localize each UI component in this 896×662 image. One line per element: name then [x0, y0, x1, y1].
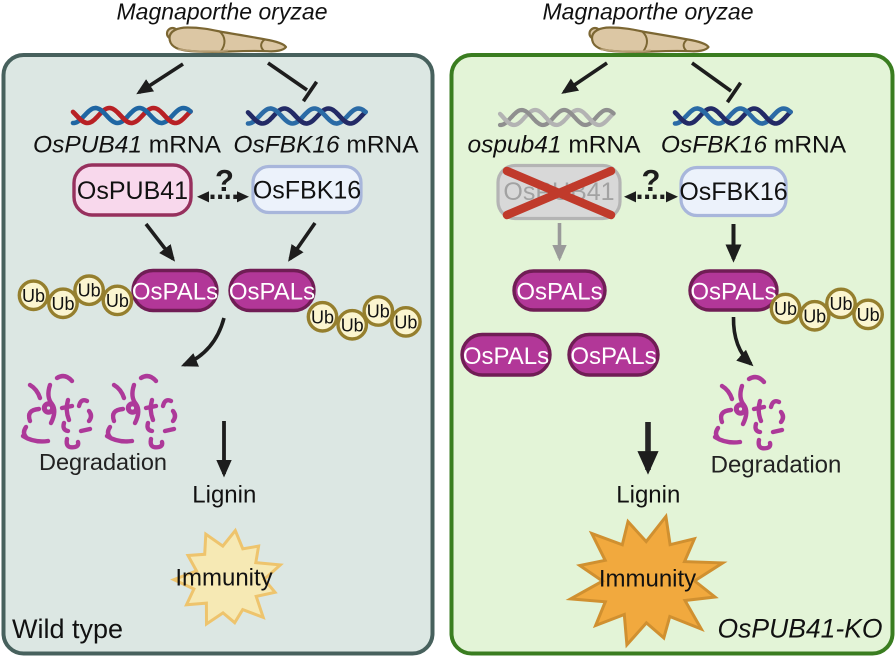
- svg-text:Lignin: Lignin: [192, 482, 256, 509]
- svg-text:Magnaporthe oryzae: Magnaporthe oryzae: [117, 0, 328, 25]
- svg-text:Ub: Ub: [51, 294, 74, 314]
- svg-text:Immunity: Immunity: [599, 566, 696, 593]
- svg-text:OsPUB41 mRNA: OsPUB41 mRNA: [33, 132, 222, 159]
- svg-text:Magnaporthe oryzae: Magnaporthe oryzae: [543, 0, 754, 25]
- svg-text:Degradation: Degradation: [711, 452, 842, 479]
- svg-text:ospub41 mRNA: ospub41 mRNA: [468, 132, 642, 159]
- svg-text:OsFBK16 mRNA: OsFBK16 mRNA: [233, 132, 419, 159]
- svg-text:Degradation: Degradation: [39, 449, 167, 475]
- svg-text:OsPALs: OsPALs: [516, 279, 602, 306]
- svg-text:Lignin: Lignin: [616, 482, 680, 509]
- svg-text:Wild type: Wild type: [12, 614, 123, 644]
- svg-text:OsPUB41-KO: OsPUB41-KO: [718, 614, 883, 644]
- svg-text:?: ?: [642, 163, 661, 198]
- svg-text:OsPALs: OsPALs: [570, 343, 656, 370]
- svg-text:Ub: Ub: [803, 306, 826, 326]
- svg-text:Ub: Ub: [311, 307, 334, 327]
- svg-text:Ub: Ub: [22, 286, 45, 306]
- svg-text:Ub: Ub: [857, 305, 880, 325]
- svg-text:Ub: Ub: [774, 299, 797, 319]
- svg-text:OsPALs: OsPALs: [690, 279, 776, 306]
- svg-text:?: ?: [215, 163, 234, 198]
- svg-text:Ub: Ub: [341, 315, 364, 335]
- svg-text:OsPALs: OsPALs: [229, 279, 315, 306]
- svg-text:OsPALs: OsPALs: [463, 343, 549, 370]
- svg-text:Ub: Ub: [106, 291, 129, 311]
- svg-text:OsFBK16 mRNA: OsFBK16 mRNA: [661, 132, 847, 159]
- svg-text:Ub: Ub: [78, 281, 101, 301]
- svg-text:Ub: Ub: [394, 312, 417, 332]
- svg-text:Ub: Ub: [367, 302, 390, 322]
- svg-text:OsPALs: OsPALs: [132, 279, 218, 306]
- svg-text:Immunity: Immunity: [175, 565, 272, 592]
- svg-text:OsPUB41: OsPUB41: [77, 177, 188, 205]
- svg-text:OsFBK16: OsFBK16: [253, 177, 361, 205]
- svg-text:OsFBK16: OsFBK16: [679, 178, 787, 206]
- svg-text:Ub: Ub: [829, 294, 852, 314]
